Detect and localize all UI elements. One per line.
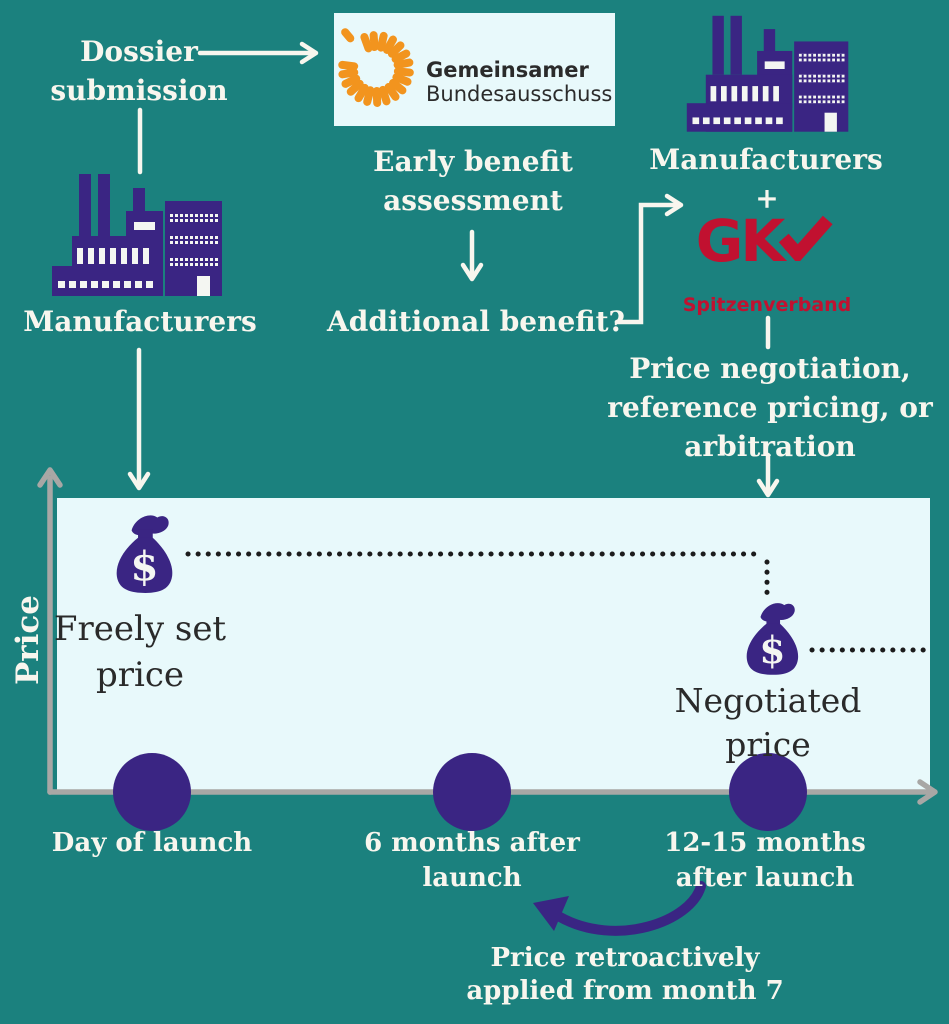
manufacturer-to-chart-arrow — [127, 347, 151, 491]
gkv-logo: GK — [695, 207, 833, 275]
gba-logo-line1: Gemeinsamer — [426, 58, 589, 82]
dossier-submission-label: Dossier submission — [50, 35, 228, 107]
gba-logo-text: Gemeinsamer Bundesausschuss — [426, 58, 612, 106]
assessment-down-arrow — [460, 229, 484, 282]
early-benefit-assessment-label: Early benefit assessment — [373, 145, 573, 217]
gkv-checkmark-icon — [778, 215, 833, 261]
plus-sign: + — [755, 182, 779, 215]
timeline-dot-launch — [113, 753, 191, 831]
y-axis — [37, 467, 63, 795]
additional-benefit-label: Additional benefit? — [327, 305, 625, 338]
manufacturers-right-label: Manufacturers — [649, 143, 883, 176]
timeline-label-6-months: 6 months after launch — [364, 828, 580, 893]
y-axis-label: Price — [10, 594, 46, 686]
retroactive-curved-arrow — [533, 881, 706, 936]
factory-icon — [686, 15, 849, 132]
money-bag-icon — [116, 515, 173, 593]
negotiated-price-label: Negotiated price — [674, 681, 862, 764]
freely-set-price-label: Freely set price — [53, 609, 227, 695]
timeline-label-12-15-months: 12-15 months after launch — [664, 828, 866, 893]
timeline-label-launch: Day of launch — [51, 828, 253, 858]
gkv-letters: GK — [695, 207, 786, 275]
gba-ring-icon — [338, 28, 414, 107]
money-bag-icon — [746, 603, 799, 675]
timeline-dot-12-15-months — [729, 753, 807, 831]
benefit-to-gkv-elbow-arrow — [614, 193, 684, 325]
timeline-dot-6-months — [433, 753, 511, 831]
manufacturers-left-label: Manufacturers — [23, 305, 257, 338]
retroactive-note: Price retroactively applied from month 7 — [466, 943, 784, 1006]
price-negotiation-label: Price negotiation, reference pricing, or… — [607, 352, 933, 463]
gba-logo-line2: Bundesausschuss — [426, 82, 613, 106]
dossier-to-gba-arrow — [197, 41, 319, 65]
negotiation-down-arrow — [756, 452, 780, 498]
gba-logo-panel: Gemeinsamer Bundesausschuss — [334, 13, 615, 126]
gkv-subtitle: Spitzenverband — [682, 294, 852, 316]
factory-icon — [52, 174, 222, 296]
